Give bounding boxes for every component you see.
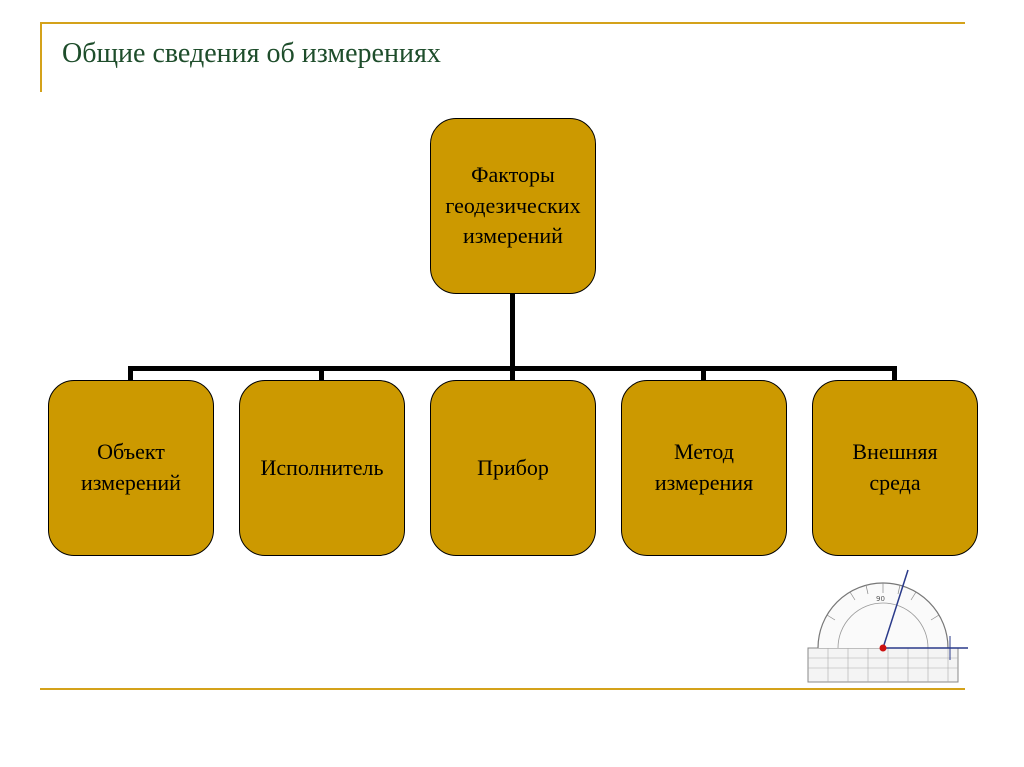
- connector-drop-3: [510, 366, 515, 380]
- slide-title: Общие сведения об измерениях: [62, 38, 441, 69]
- top-divider: [40, 22, 965, 24]
- child-node-label: Прибор: [477, 454, 549, 480]
- connector-drop-2: [319, 366, 324, 380]
- child-node-label: Внешняя среда: [852, 439, 938, 495]
- child-node-method: Метод измерения: [621, 380, 787, 556]
- root-node-label: Факторы геодезических измерений: [445, 161, 581, 249]
- bottom-divider: [40, 688, 965, 690]
- child-node-label: Исполнитель: [260, 454, 384, 480]
- child-node-performer: Исполнитель: [239, 380, 405, 556]
- child-node-environment: Внешняя среда: [812, 380, 978, 556]
- left-accent-divider: [40, 22, 42, 92]
- connector-drop-4: [701, 366, 706, 380]
- root-node: Факторы геодезических измерений: [430, 118, 596, 294]
- protractor-scale-label: 90: [876, 595, 885, 603]
- child-node-label: Объект измерений: [81, 439, 181, 495]
- child-node-object: Объект измерений: [48, 380, 214, 556]
- connector-trunk: [510, 292, 515, 369]
- child-node-label: Метод измерения: [654, 439, 754, 495]
- protractor-image: 90: [807, 569, 968, 683]
- connector-drop-5: [892, 366, 897, 380]
- connector-drop-1: [128, 366, 133, 380]
- child-node-instrument: Прибор: [430, 380, 596, 556]
